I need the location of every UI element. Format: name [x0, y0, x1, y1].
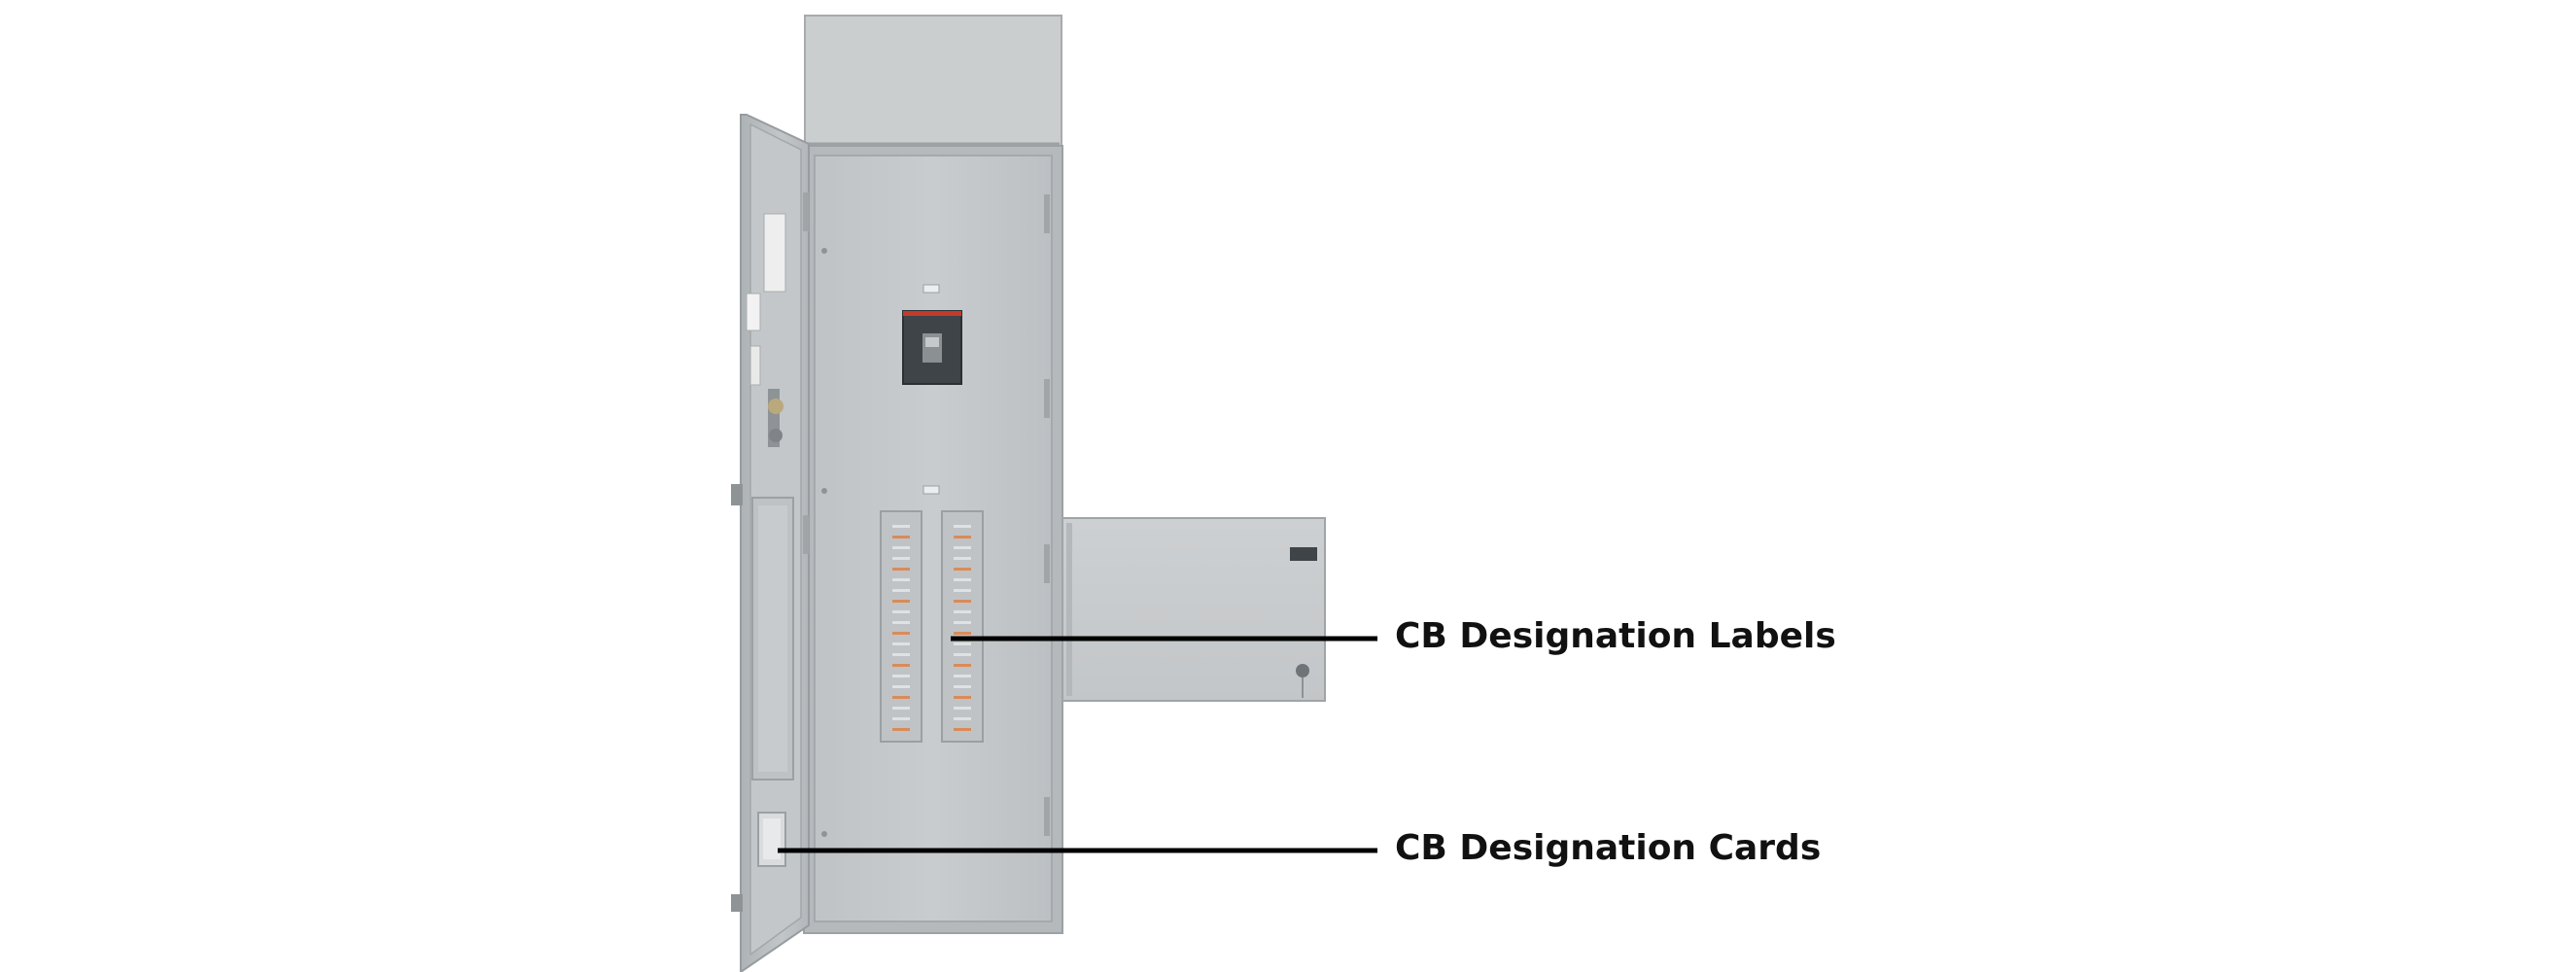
breaker-slot: [892, 642, 910, 645]
breaker-slot: [954, 685, 971, 688]
breaker-slot: [892, 536, 910, 538]
breaker-slot: [892, 568, 910, 571]
breaker-slot: [954, 621, 971, 624]
top-gutter-box: [804, 15, 1062, 147]
breaker-slot: [954, 600, 971, 603]
designation-label-box: [1062, 517, 1326, 702]
breaker-slot: [892, 717, 910, 720]
open-door: [731, 114, 810, 972]
breaker-slot: [892, 578, 910, 581]
breaker-slot: [954, 728, 971, 731]
breaker-slot: [892, 653, 910, 656]
breaker-slot: [892, 685, 910, 688]
branch-breaker-section: [880, 485, 984, 743]
breaker-slot: [954, 525, 971, 528]
breaker-slot: [954, 696, 971, 699]
main-breaker: [902, 284, 962, 385]
breaker-slot: [954, 707, 971, 710]
breaker-slot: [892, 621, 910, 624]
breaker-slot: [954, 717, 971, 720]
breaker-slot: [954, 546, 971, 549]
breaker-slot: [892, 664, 910, 667]
breaker-slot: [954, 610, 971, 613]
cb-designation-cards-callout: CB Designation Cards: [1395, 828, 1822, 868]
breaker-slot: [892, 600, 910, 603]
breaker-slot: [892, 707, 910, 710]
breaker-slot: [892, 728, 910, 731]
breaker-slot: [954, 653, 971, 656]
breaker-slot: [892, 632, 910, 635]
breaker-slot: [892, 557, 910, 560]
breaker-slot: [954, 632, 971, 635]
breaker-slot: [892, 546, 910, 549]
breaker-slot: [954, 664, 971, 667]
breaker-slot: [954, 642, 971, 645]
breaker-slot: [954, 557, 971, 560]
breaker-slot: [954, 578, 971, 581]
breaker-slot: [892, 525, 910, 528]
breaker-slot: [954, 568, 971, 571]
breaker-slot: [954, 589, 971, 592]
breaker-slot: [954, 536, 971, 538]
breaker-slot: [954, 675, 971, 677]
breaker-slot: [892, 610, 910, 613]
breaker-slot: [892, 675, 910, 677]
main-enclosure: [803, 145, 1063, 934]
breaker-slot: [892, 696, 910, 699]
breaker-slot: [892, 589, 910, 592]
cb-designation-labels-callout: CB Designation Labels: [1395, 616, 1836, 656]
